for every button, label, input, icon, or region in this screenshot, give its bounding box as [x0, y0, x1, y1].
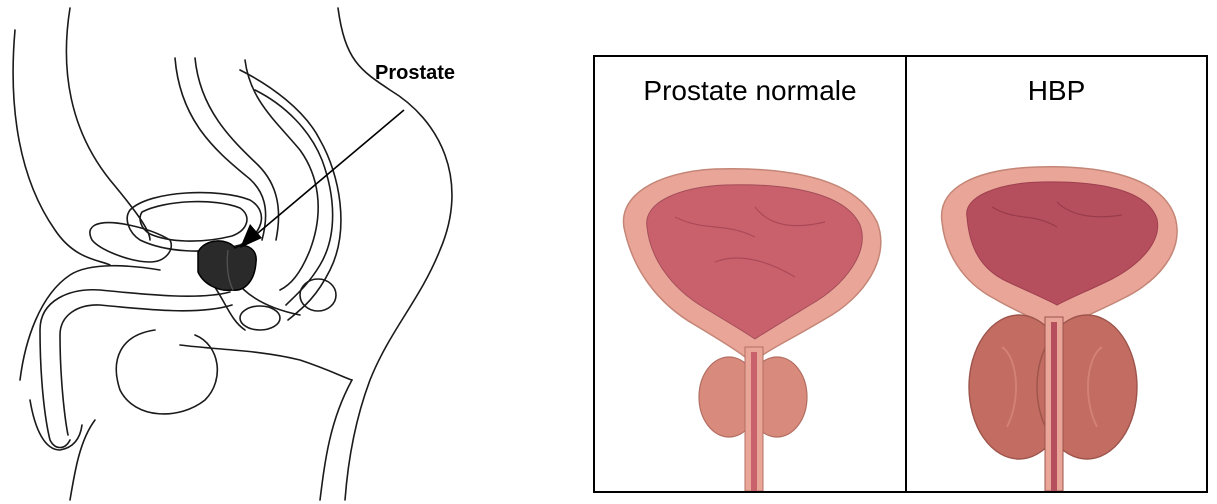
anal-sphincter: [300, 279, 336, 311]
bladder-inner: [140, 202, 247, 241]
bph-illustration: [907, 57, 1206, 491]
normal-prostate-panel: Prostate normale: [595, 57, 905, 491]
urethra-lumen: [1051, 322, 1057, 491]
normal-prostate-illustration: [595, 57, 905, 491]
pubic-bone: [90, 223, 171, 262]
front-inner-line: [13, 30, 110, 265]
urethra-lower: [60, 305, 232, 435]
callout-arrow-line: [252, 110, 404, 238]
bph-panel: HBP: [907, 57, 1206, 491]
rectum-inner: [255, 90, 333, 305]
comparison-box: Prostate normale HBP: [593, 55, 1208, 493]
pelvic-anatomy-diagram: [0, 0, 560, 504]
penis-tip: [30, 400, 82, 450]
urethra-upper: [40, 290, 230, 448]
scrotum-outline: [116, 330, 217, 414]
urethra-lumen: [751, 352, 757, 491]
bulb-structure: [240, 306, 280, 330]
lower-body-curve: [180, 345, 352, 380]
thigh-line: [70, 420, 95, 500]
prostate-callout-label: Prostate: [375, 62, 455, 85]
